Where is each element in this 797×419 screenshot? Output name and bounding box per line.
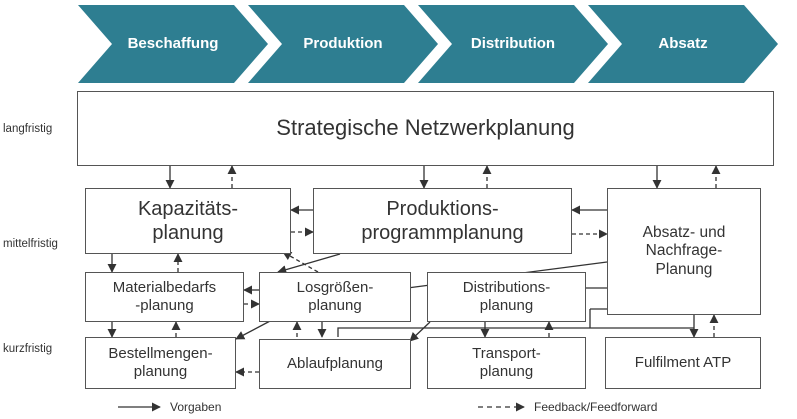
box-label: Kapazitäts- planung (137, 198, 239, 244)
chevron-label-distribution: Distribution (470, 35, 556, 52)
legend-feedback: Feedback/Feedforward (534, 400, 658, 414)
box-produktionsprogrammplanung: Produktions- programmplanung (313, 188, 572, 254)
box-fulfilment-atp: Fulfilment ATP (605, 337, 761, 389)
box-label: Produktions- programmplanung (361, 198, 524, 244)
box-kapazitaetsplanung: Kapazitäts- planung (85, 188, 291, 254)
chevron-produktion (248, 5, 438, 83)
side-label-kurzfristig: kurzfristig (3, 343, 53, 355)
box-transportplanung: Transport- planung (427, 337, 586, 389)
box-label: Transport- planung (472, 345, 541, 380)
box-label: Absatz- und Nachfrage- Planung (642, 223, 726, 278)
side-label-mittelfristig: mittelfristig (3, 238, 58, 250)
box-label: Bestellmengen- planung (108, 345, 213, 380)
box-label: Fulfilment ATP (634, 354, 732, 371)
side-label-langfristig: langfristig (3, 123, 53, 135)
legend-vorgaben: Vorgaben (170, 400, 222, 414)
chevron-label-beschaffung: Beschaffung (127, 35, 219, 52)
chevron-label-absatz: Absatz (658, 35, 708, 52)
chevron-label-produktion: Produktion (303, 35, 383, 52)
process-chevrons (78, 5, 778, 83)
box-label: Losgrößen- planung (296, 279, 374, 314)
box-label: Ablaufplanung (287, 355, 383, 372)
box-label: Materialbedarfs -planung (112, 279, 217, 314)
chevron-distribution (418, 5, 608, 83)
box-ablaufplanung: Ablaufplanung (259, 339, 411, 389)
box-strategische-netzwerkplanung: Strategische Netzwerkplanung (77, 91, 774, 166)
chevron-absatz (588, 5, 778, 83)
box-absatz-nachfrageplanung: Absatz- und Nachfrage- Planung (607, 188, 761, 315)
box-materialbedarfsplanung: Materialbedarfs -planung (85, 272, 244, 322)
box-label: Strategische Netzwerkplanung (276, 115, 575, 141)
box-label: Distributions- planung (462, 279, 551, 314)
box-distributionsplanung: Distributions- planung (427, 272, 586, 322)
box-bestellmengenplanung: Bestellmengen- planung (85, 337, 236, 389)
chevron-beschaffung (78, 5, 268, 83)
box-losgroessenplanung: Losgrößen- planung (259, 272, 411, 322)
